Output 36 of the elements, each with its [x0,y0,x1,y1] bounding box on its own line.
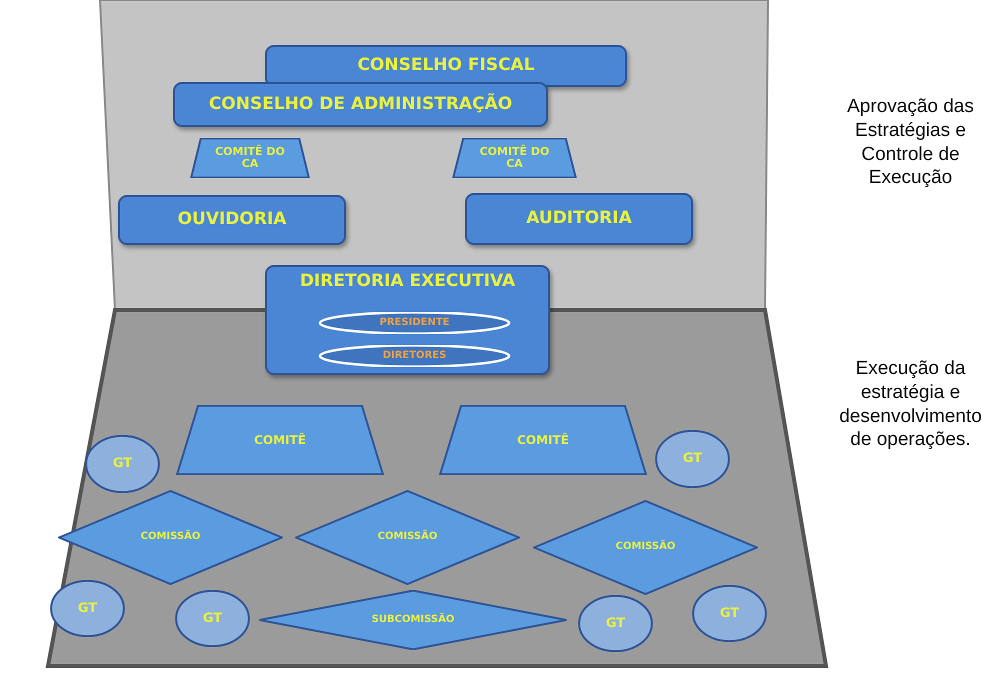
node-label: COMISSÃO [378,532,438,543]
commission-diamond [58,490,283,585]
org-box [265,45,627,87]
node-label: GT [202,612,222,626]
node-label: DIRETORES [382,350,446,362]
node-label: COMISSÃO [140,532,200,543]
node-label: GT [78,602,98,616]
node-label: AUDITORIA [526,210,632,228]
commission-diamond [258,590,568,650]
side-note: Execução da estratégia e desenvolvimento de operações. [838,357,982,452]
committee-trapezoid [190,138,310,178]
node-label: COMITÊ DO CA [214,146,286,170]
commission-diamond [533,500,758,595]
node-label: DIRETORIA EXECUTIVA [300,273,516,291]
node-label: GT [720,606,740,620]
node-label: OUVIDORIA [178,211,286,229]
node-label: PRESIDENTE [380,318,450,328]
org-box [118,195,346,245]
committee-trapezoid [175,405,385,475]
org-box [265,265,550,375]
side-note: Aprovação das Estratégias e Controle de Execução [846,95,975,190]
org-box [173,82,548,127]
node-label: GT [112,457,132,471]
node-label: COMITÊ [254,434,306,446]
node-label: CONSELHO DE ADMINISTRAÇÃO [208,96,512,114]
node-label: COMITÊ [517,434,569,446]
node-label: SUBCOMISSÃO [372,614,454,626]
node-label: COMISSÃO [616,542,676,553]
commission-diamond [295,490,520,585]
node-label: GT [682,452,702,466]
committee-trapezoid [452,138,577,178]
node-label: COMITÊ DO CA [478,146,550,170]
committee-trapezoid [438,405,648,475]
org-box [465,193,693,245]
node-label: CONSELHO FISCAL [357,57,535,75]
node-label: GT [606,616,626,630]
